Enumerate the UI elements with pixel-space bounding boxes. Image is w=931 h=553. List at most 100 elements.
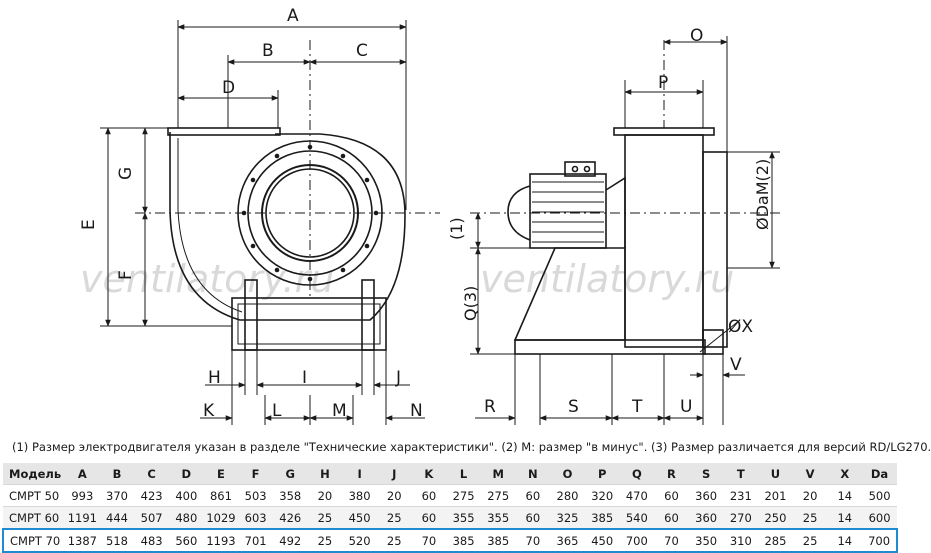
header-k: K: [411, 463, 447, 485]
dim-label-j: J: [395, 368, 401, 388]
dim-label-motor-note: (1): [447, 217, 466, 240]
header-j: J: [376, 463, 412, 485]
cell-value: 60: [654, 484, 689, 507]
cell-model: СМРТ 60: [3, 506, 65, 530]
cell-value: 25: [792, 528, 828, 553]
dim-label-x: ØX: [728, 317, 753, 337]
cell-value: 492: [272, 528, 308, 553]
cell-value: 1191: [65, 506, 100, 530]
dim-label-s: S: [568, 397, 579, 417]
outlet-flange-side: [613, 127, 715, 136]
cell-value: 380: [342, 484, 377, 507]
dim-label-d: D: [222, 78, 235, 98]
dim-label-o: O: [690, 26, 703, 46]
cell-value: 1387: [65, 528, 100, 553]
cell-value: 518: [99, 528, 135, 553]
cell-value: 60: [515, 484, 551, 507]
dim-label-p: P: [658, 73, 668, 93]
header-i: I: [342, 463, 377, 485]
cell-value: 201: [758, 484, 793, 507]
header-d: D: [168, 463, 204, 485]
header-q: Q: [619, 463, 655, 485]
cell-value: 450: [584, 528, 620, 553]
fan-housing: [169, 132, 406, 321]
cell-value: 280: [550, 484, 585, 507]
side-view: [507, 127, 728, 355]
cell-value: 355: [446, 506, 481, 530]
cell-value: 483: [134, 528, 169, 553]
header-r: R: [654, 463, 689, 485]
cell-value: 70: [411, 528, 447, 553]
header-b: B: [99, 463, 135, 485]
cell-value: 25: [307, 528, 343, 553]
header-e: E: [203, 463, 239, 485]
watermark-right: ventilatory.ru: [480, 257, 734, 301]
cell-value: 275: [446, 484, 481, 507]
cell-value: 370: [99, 484, 135, 507]
cell-value: 14: [827, 528, 863, 553]
header-v: V: [792, 463, 828, 485]
motor-fan-cover: [507, 185, 531, 241]
side-base: [514, 339, 706, 355]
cell-value: 20: [792, 484, 828, 507]
cell-value: 480: [168, 506, 204, 530]
cell-value: 60: [654, 506, 689, 530]
header-n: N: [515, 463, 551, 485]
terminal-box: [564, 161, 596, 177]
header-u: U: [758, 463, 793, 485]
motor-body: [529, 173, 607, 249]
dim-label-u: U: [680, 397, 692, 417]
cell-value: 70: [515, 528, 551, 553]
header-m: M: [480, 463, 516, 485]
dim-label-m: M: [332, 401, 347, 421]
cell-value: 1029: [203, 506, 239, 530]
header-h: H: [307, 463, 343, 485]
cell-value: 423: [134, 484, 169, 507]
cell-value: 365: [550, 528, 585, 553]
header-s: S: [688, 463, 724, 485]
header-t: T: [723, 463, 759, 485]
header-g: G: [272, 463, 308, 485]
cell-value: 355: [480, 506, 516, 530]
cell-value: 275: [480, 484, 516, 507]
dim-label-v: V: [730, 355, 742, 375]
header-l: L: [446, 463, 481, 485]
dim-label-l: L: [272, 401, 282, 421]
cell-value: 325: [550, 506, 585, 530]
dim-label-t: T: [631, 397, 643, 417]
header-c: C: [134, 463, 169, 485]
cell-value: 60: [411, 506, 447, 530]
header-da: Da: [862, 463, 897, 485]
fan-dimension-drawing: ventilatory.ru ventilatory.ru: [79, 6, 780, 425]
cell-value: 250: [758, 506, 793, 530]
cell-value: 700: [862, 528, 898, 553]
cell-value: 360: [688, 484, 724, 507]
cell-value: 320: [584, 484, 620, 507]
header-x: X: [827, 463, 863, 485]
dim-label-c: C: [356, 41, 368, 61]
header-p: P: [584, 463, 620, 485]
outlet-flange: [167, 127, 281, 136]
cell-value: 700: [619, 528, 655, 553]
header-o: O: [550, 463, 585, 485]
dim-label-q: Q(3): [461, 286, 480, 321]
dim-label-g: G: [116, 167, 136, 180]
cell-value: 861: [203, 484, 239, 507]
dim-label-n: N: [410, 401, 423, 421]
cell-value: 20: [307, 484, 343, 507]
cell-value: 426: [272, 506, 308, 530]
cell-value: 20: [376, 484, 412, 507]
cell-value: 60: [515, 506, 551, 530]
cell-value: 25: [307, 506, 343, 530]
dim-label-i: I: [302, 368, 307, 388]
cell-value: 560: [168, 528, 204, 553]
cell-value: 14: [827, 484, 863, 507]
footnote: (1) Размер электродвигателя указан в раз…: [12, 440, 931, 454]
dim-label-dam: ØDaM(2): [753, 159, 772, 230]
watermark-left: ventilatory.ru: [80, 257, 334, 301]
cell-value: 1193: [203, 528, 239, 553]
dim-label-h: H: [208, 368, 221, 388]
